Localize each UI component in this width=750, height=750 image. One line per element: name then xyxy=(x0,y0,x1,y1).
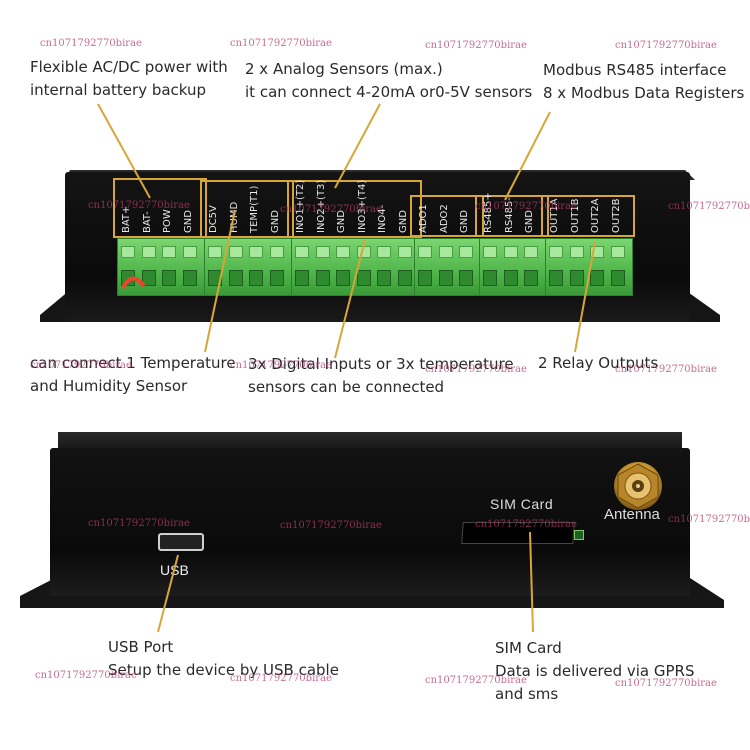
terminal-wire-slot[interactable] xyxy=(228,270,243,286)
terminal-screw[interactable] xyxy=(377,246,391,258)
usb-port[interactable] xyxy=(158,533,204,551)
device-back-body xyxy=(50,448,690,596)
terminal-group-outline xyxy=(541,195,635,237)
caption-temp-humidity: can connect 1 Temperature and Humidity S… xyxy=(30,354,236,395)
terminal-wire-slot[interactable] xyxy=(549,270,563,286)
watermark: cn1071792770birae xyxy=(88,518,190,529)
line-sim xyxy=(529,531,534,633)
terminal-wire-slot[interactable] xyxy=(524,270,538,286)
watermark: cn1071792770birae xyxy=(230,360,332,371)
caption-sim-card: SIM Card Data is delivered via GPRS and … xyxy=(495,639,695,703)
antenna-label: Antenna xyxy=(604,506,660,523)
watermark: cn1071792770birae xyxy=(35,670,137,681)
device-back-top xyxy=(58,432,682,452)
terminal-group-outline xyxy=(410,195,484,237)
watermark: cn1071792770birae xyxy=(425,675,527,686)
line-temp-humidity xyxy=(204,209,236,353)
terminal-wire-slot[interactable] xyxy=(397,270,412,286)
terminal-screw[interactable] xyxy=(315,246,330,258)
terminal-wire-slot[interactable] xyxy=(295,270,309,286)
terminal-wire-slot[interactable] xyxy=(610,270,625,286)
line-analog xyxy=(334,103,381,189)
watermark: cn1071792770birae xyxy=(668,201,750,212)
terminal-screw[interactable] xyxy=(121,246,135,258)
terminal-screw[interactable] xyxy=(483,246,497,258)
battery-jumper-wire xyxy=(121,276,146,289)
watermark: cn1071792770birae xyxy=(615,40,717,51)
terminal-wire-slot[interactable] xyxy=(569,270,584,286)
terminal-screw[interactable] xyxy=(524,246,538,258)
terminal-group-outline xyxy=(113,178,207,238)
terminal-group-outline xyxy=(475,195,549,237)
caption-relay-outputs: 2 Relay Outputs xyxy=(538,354,659,372)
terminal-screw[interactable] xyxy=(295,246,309,258)
terminal-screw[interactable] xyxy=(397,246,412,258)
watermark: cn1071792770birae xyxy=(40,38,142,49)
terminal-screw[interactable] xyxy=(162,246,176,258)
line-digital xyxy=(334,239,366,359)
terminal-screw[interactable] xyxy=(549,246,563,258)
terminal-wire-slot[interactable] xyxy=(459,270,473,286)
terminal-screw[interactable] xyxy=(228,246,243,258)
terminal-wire-slot[interactable] xyxy=(418,270,432,286)
antenna-connector-icon[interactable] xyxy=(606,458,666,518)
terminal-wire-slot[interactable] xyxy=(438,270,453,286)
caption-analog: 2 x Analog Sensors (max.) it can connect… xyxy=(245,60,533,101)
terminal-wire-slot[interactable] xyxy=(182,270,197,286)
terminal-group-outline xyxy=(200,180,294,238)
watermark: cn1071792770birae xyxy=(88,200,190,211)
terminal-wire-slot[interactable] xyxy=(377,270,391,286)
watermark: cn1071792770birae xyxy=(425,40,527,51)
terminal-screw[interactable] xyxy=(249,246,263,258)
caption-modbus: Modbus RS485 interface 8 x Modbus Data R… xyxy=(543,61,745,102)
sim-card-label: SIM Card xyxy=(490,496,554,512)
sim-indicator-led xyxy=(574,530,584,540)
watermark: cn1071792770birae xyxy=(425,364,527,375)
terminal-wire-slot[interactable] xyxy=(269,270,284,286)
terminal-screw[interactable] xyxy=(269,246,284,258)
watermark: cn1071792770birae xyxy=(668,514,750,525)
terminal-wire-slot[interactable] xyxy=(336,270,350,286)
watermark: cn1071792770birae xyxy=(230,673,332,684)
line-modbus xyxy=(504,111,551,201)
terminal-screw[interactable] xyxy=(336,246,350,258)
watermark: cn1071792770birae xyxy=(475,201,577,212)
line-power xyxy=(97,103,151,199)
terminal-screw[interactable] xyxy=(208,246,222,258)
terminal-wire-slot[interactable] xyxy=(590,270,604,286)
terminal-screw[interactable] xyxy=(459,246,473,258)
terminal-screw[interactable] xyxy=(418,246,432,258)
watermark: cn1071792770birae xyxy=(615,364,717,375)
terminal-screw[interactable] xyxy=(503,246,518,258)
terminal-wire-slot[interactable] xyxy=(356,270,371,286)
watermark: cn1071792770birae xyxy=(280,204,382,215)
terminal-wire-slot[interactable] xyxy=(249,270,263,286)
terminal-screw[interactable] xyxy=(182,246,197,258)
terminal-screw[interactable] xyxy=(610,246,625,258)
caption-usb-port: USB Port Setup the device by USB cable xyxy=(108,638,339,679)
terminal-screw[interactable] xyxy=(141,246,156,258)
terminal-wire-slot[interactable] xyxy=(483,270,497,286)
terminal-group-outline xyxy=(287,180,422,238)
terminal-wire-slot[interactable] xyxy=(315,270,330,286)
watermark: cn1071792770birae xyxy=(280,520,382,531)
caption-power: Flexible AC/DC power with internal batte… xyxy=(30,58,228,99)
terminal-screw[interactable] xyxy=(569,246,584,258)
watermark: cn1071792770birae xyxy=(615,678,717,689)
terminal-screw[interactable] xyxy=(438,246,453,258)
line-usb xyxy=(157,554,179,633)
watermark: cn1071792770birae xyxy=(30,360,132,371)
line-relay xyxy=(574,241,596,353)
watermark: cn1071792770birae xyxy=(230,38,332,49)
caption-digital-inputs: 3x Digital Inputs or 3x temperature sens… xyxy=(248,355,514,396)
terminal-wire-slot[interactable] xyxy=(162,270,176,286)
terminal-wire-slot[interactable] xyxy=(503,270,518,286)
watermark: cn1071792770birae xyxy=(475,519,577,530)
terminal-wire-slot[interactable] xyxy=(141,270,156,286)
